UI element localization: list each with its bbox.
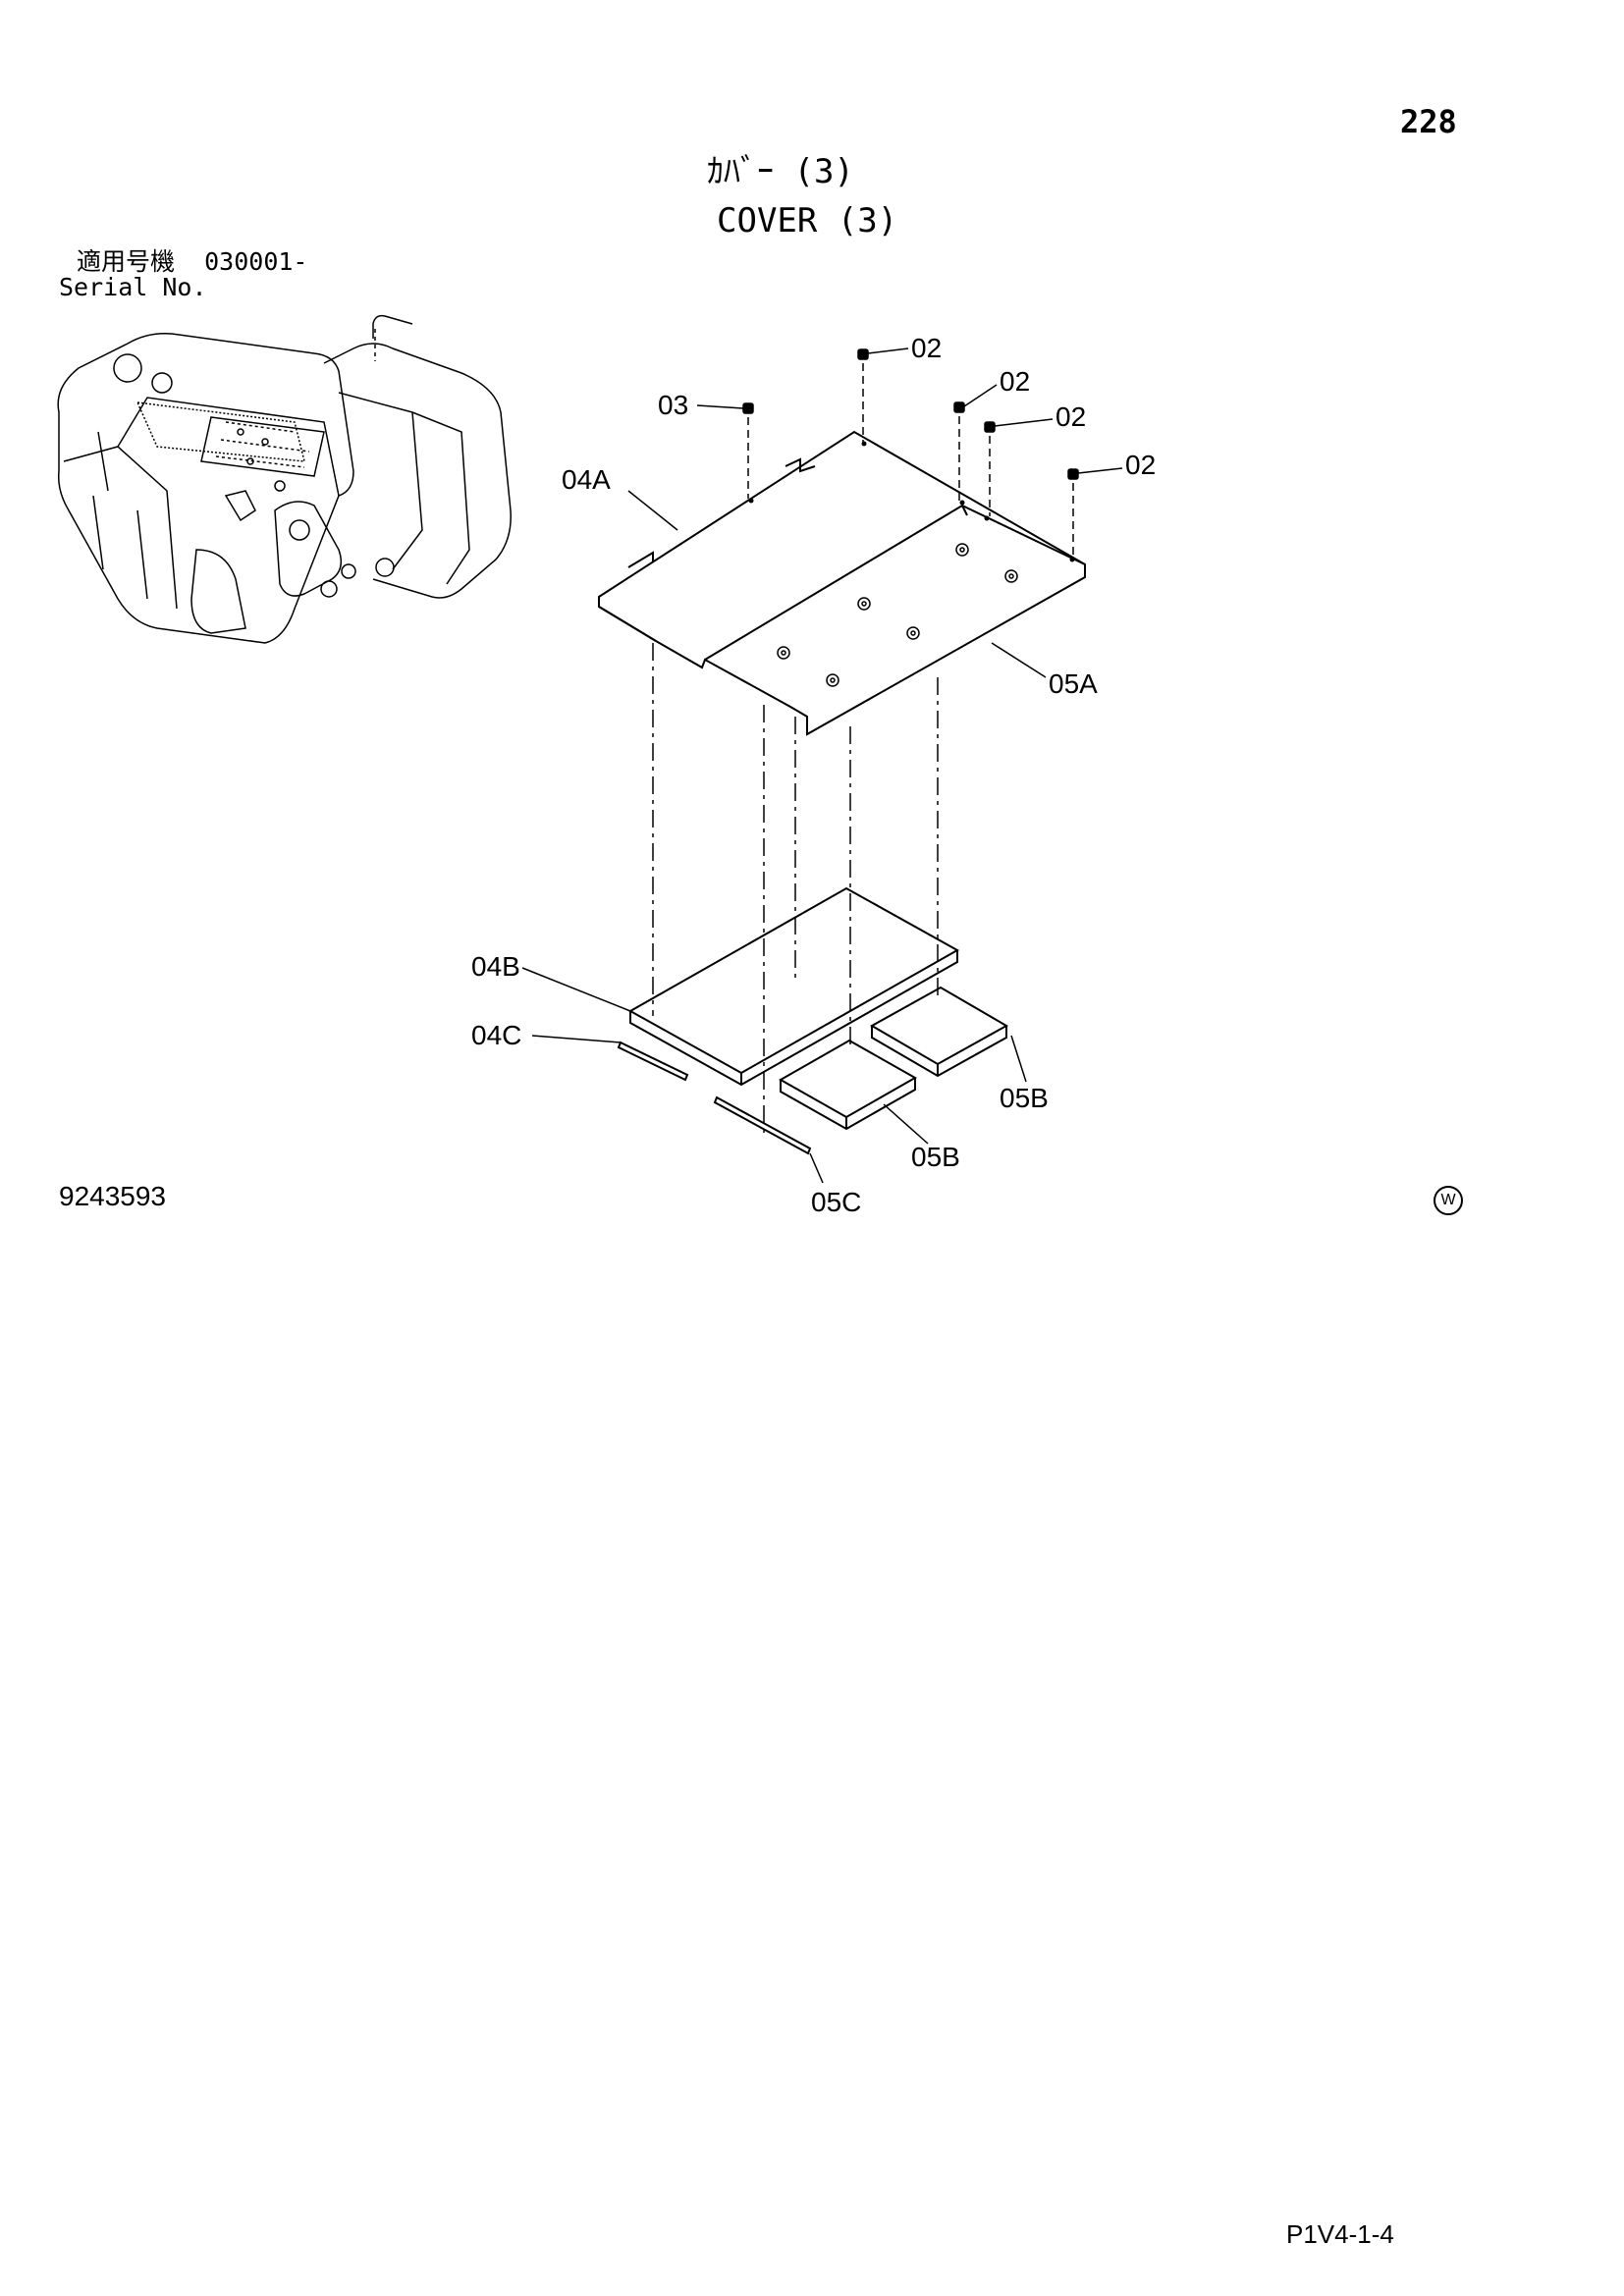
callout-05b-left: 05B xyxy=(911,1142,960,1172)
leader-lines xyxy=(521,347,1123,1184)
callout-05a: 05A xyxy=(1049,668,1098,699)
machine-locator-illustration xyxy=(57,314,512,644)
footer-code: P1V4-1-4 xyxy=(1286,2219,1394,2249)
serial-label-jp: 適用号機 xyxy=(77,247,176,276)
cover-plate-04a-05a xyxy=(598,430,1086,736)
serial-label-english: Serial No. xyxy=(59,273,207,301)
callout-02-d: 02 xyxy=(1125,450,1156,480)
callout-02-b: 02 xyxy=(1000,366,1030,397)
callout-04a: 04A xyxy=(562,464,611,495)
w-symbol-mark: W xyxy=(1434,1186,1463,1215)
callout-02-c: 02 xyxy=(1056,401,1086,432)
callout-03: 03 xyxy=(658,390,688,420)
bolt-axis-lines xyxy=(747,363,1074,558)
page-number: 228 xyxy=(1400,103,1457,140)
pad-04b xyxy=(627,886,960,1087)
callout-05c: 05C xyxy=(811,1187,861,1217)
strips-04c-05c xyxy=(617,1041,812,1155)
serial-value: 030001- xyxy=(204,247,308,276)
callout-02-a: 02 xyxy=(911,333,942,363)
pad-05b-right xyxy=(869,986,1009,1078)
callout-05b-right: 05B xyxy=(1000,1083,1049,1113)
serial-label-japanese: 適用号機 030001- xyxy=(77,249,307,274)
bolt-holes-small xyxy=(748,441,1075,562)
projection-lines xyxy=(652,643,939,1139)
page-title-japanese: ｶﾊﾞｰ (3) xyxy=(707,152,854,191)
pad-05b-left xyxy=(778,1039,918,1131)
page-title-english: COVER (3) xyxy=(717,201,898,240)
callout-labels: 02 02 02 02 03 04A 05A 04B 04C 05B 05B 0… xyxy=(471,333,1156,1217)
callout-04b: 04B xyxy=(471,951,520,982)
cover-holes xyxy=(777,543,1018,687)
drawing-number: 9243593 xyxy=(59,1181,167,1211)
bolts xyxy=(742,348,1079,480)
callout-04c: 04C xyxy=(471,1020,521,1050)
